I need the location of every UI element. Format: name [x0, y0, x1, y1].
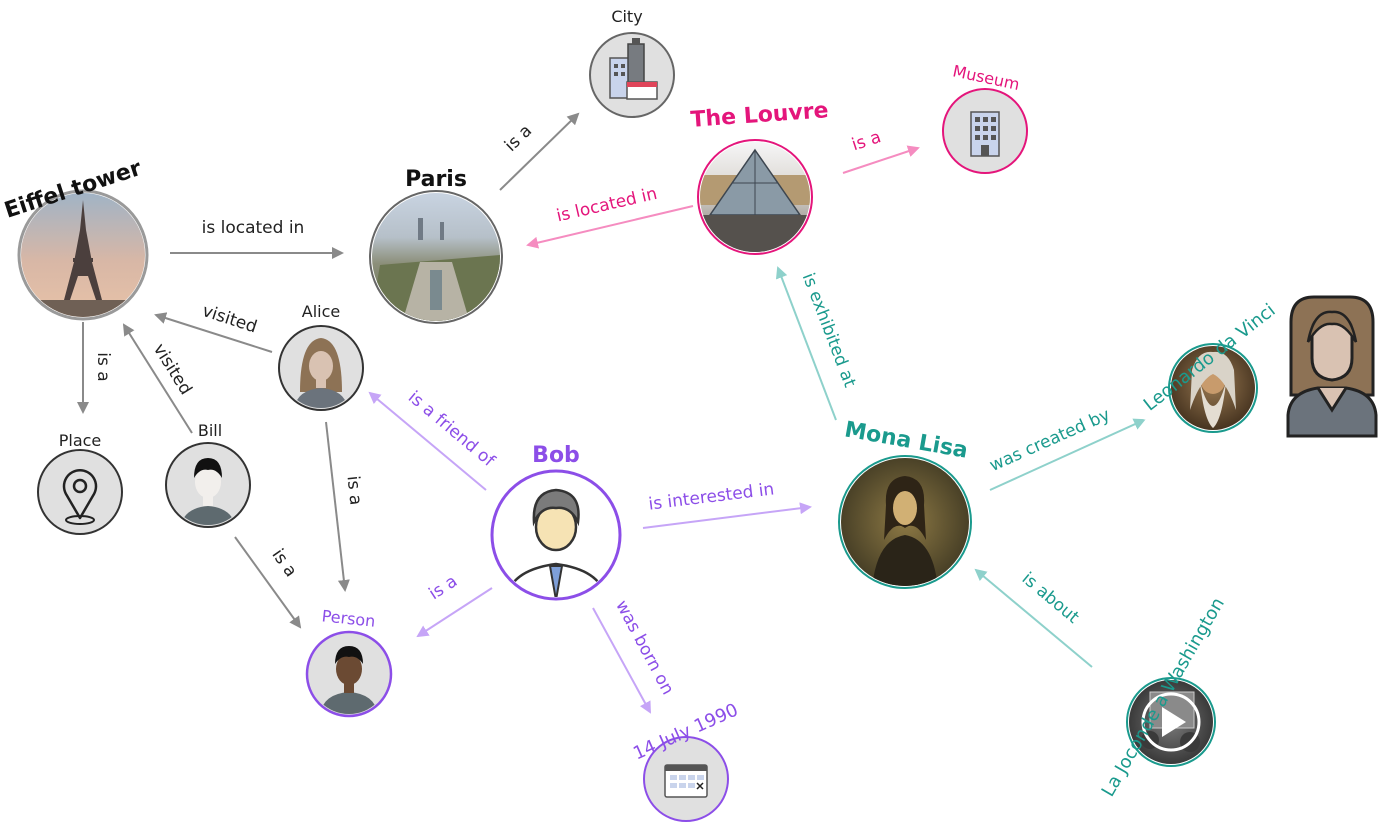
node-label-alice: Alice: [302, 302, 340, 321]
businessman-avatar-icon: [494, 473, 618, 597]
woman-avatar-large-icon: [1286, 295, 1378, 438]
edge-label-bob-date: was born on: [611, 597, 677, 698]
edge-label-alice-person: is a: [342, 475, 365, 506]
edge-paris-city: is a: [499, 112, 580, 191]
node-label-louvre: The Louvre: [690, 98, 830, 133]
woman-avatar-icon: [294, 338, 348, 408]
louvre-photo: [700, 142, 810, 252]
node-label-paris: Paris: [405, 167, 467, 192]
edge-label-mona-louvre: is exhibited at: [798, 270, 860, 390]
edge-label-bill-eiffel: visited: [149, 340, 196, 398]
edge-bob-alice: is a friend of: [368, 387, 499, 491]
edge-bob-person: is a: [416, 571, 493, 638]
edge-label-louvre-paris: is located in: [555, 184, 660, 227]
edge-label-paris-city: is a: [501, 121, 536, 156]
edge-bill-eiffel: visited: [122, 323, 196, 434]
edge-label-bob-alice: is a friend of: [404, 387, 499, 471]
node-city[interactable]: City: [589, 7, 675, 118]
edge-label-eiffel-place: is a: [93, 352, 113, 381]
mona-lisa-photo: [841, 458, 969, 586]
edge-label-joconde-mona: is about: [1018, 569, 1083, 628]
building-icon: [970, 111, 1000, 157]
edge-label-bob-person: is a: [425, 571, 461, 604]
video-play-icon[interactable]: [1141, 692, 1201, 752]
edge-label-eiffel-paris: is located in: [202, 218, 305, 238]
edge-alice-person: is a: [325, 421, 365, 592]
leonardo-portrait-photo: [1171, 346, 1255, 430]
node-mona-lisa[interactable]: Mona Lisa: [838, 417, 972, 590]
node-person[interactable]: Person: [305, 606, 393, 718]
person-avatar-icon: [320, 646, 378, 714]
edge-label-bob-mona: is interested in: [647, 479, 775, 514]
edge-eiffel-paris: is located in: [170, 218, 344, 259]
edge-label-louvre-museum: is a: [849, 127, 883, 155]
node-louvre[interactable]: The Louvre: [690, 98, 830, 255]
node-label-bob: Bob: [532, 443, 580, 468]
edge-mona-leonardo: was created by: [987, 405, 1146, 491]
node-place[interactable]: Place: [37, 431, 123, 535]
paris-photo: [372, 193, 500, 321]
node-label-bill: Bill: [198, 421, 222, 440]
node-paris[interactable]: Paris: [369, 167, 503, 324]
map-pin-icon: [62, 469, 98, 525]
edge-alice-eiffel: visited: [154, 301, 273, 353]
node-alice[interactable]: Alice: [278, 302, 364, 411]
edge-mona-louvre: is exhibited at: [775, 266, 860, 421]
edge-label-bill-person: is a: [267, 545, 300, 581]
edge-joconde-mona: is about: [974, 569, 1093, 668]
node-label-joconde: La Joconde a Washington: [1098, 594, 1229, 800]
node-date[interactable]: 14 July 1990: [630, 699, 741, 822]
node-leonardo[interactable]: Leonardo da Vinci: [1140, 300, 1280, 433]
node-museum[interactable]: Museum: [942, 61, 1028, 174]
node-label-city: City: [611, 7, 642, 26]
node-joconde[interactable]: La Joconde a Washington: [1098, 594, 1229, 800]
edge-bob-date: was born on: [592, 597, 678, 714]
node-label-person: Person: [321, 606, 376, 631]
node-bill[interactable]: Bill: [165, 421, 251, 530]
edge-louvre-museum: is a: [842, 127, 920, 174]
edge-bob-mona: is interested in: [642, 479, 812, 529]
node-bob[interactable]: Bob: [490, 443, 622, 601]
node-eiffel-tower[interactable]: Eiffel tower: [1, 156, 149, 321]
edge-eiffel-place: is a: [77, 322, 113, 414]
edge-bill-person: is a: [234, 536, 302, 629]
edge-louvre-paris: is located in: [526, 184, 694, 249]
edge-label-mona-leonardo: was created by: [987, 405, 1114, 476]
city-buildings-icon: [609, 38, 658, 100]
node-label-place: Place: [59, 431, 102, 450]
calendar-icon: [664, 764, 708, 798]
